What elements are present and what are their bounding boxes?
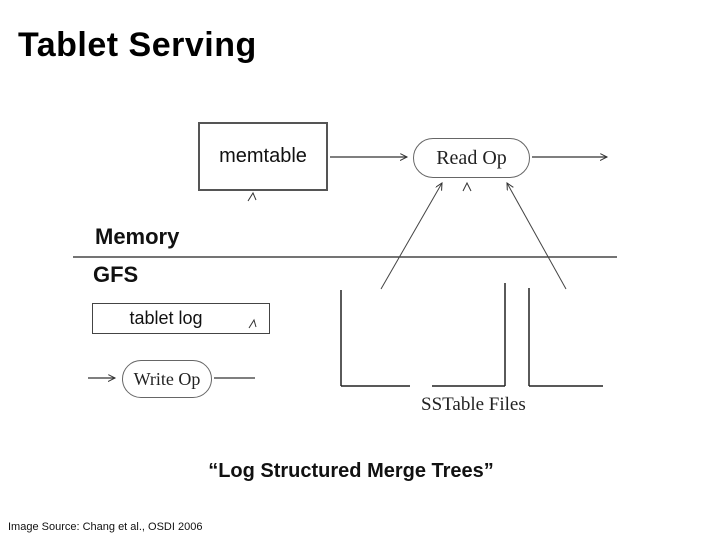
sstable-left-to-readop-arrow [380, 183, 442, 290]
read-op-label: Read Op [436, 146, 507, 169]
read-op-node: Read Op [413, 138, 530, 178]
tablet-log-node: tablet log [92, 303, 270, 334]
slide-caption: “Log Structured Merge Trees” [208, 460, 494, 482]
tablet-log-label: tablet log [129, 308, 203, 328]
write-op-node: Write Op [122, 360, 212, 398]
memtable-label: memtable [219, 145, 307, 167]
page-title: Tablet Serving [18, 26, 257, 64]
sstable-right-to-readop-arrow [507, 183, 567, 290]
readop-caret-arrowhead [462, 181, 472, 192]
memtable-caret-arrowhead [247, 191, 257, 202]
sstable-files-label: SSTable Files [421, 394, 526, 415]
write-op-label: Write Op [133, 368, 201, 389]
gfs-region-label: GFS [93, 262, 139, 287]
memtable-node: memtable [198, 122, 328, 191]
memory-region-label: Memory [95, 224, 180, 249]
image-source-note: Image Source: Chang et al., OSDI 2006 [8, 521, 203, 533]
